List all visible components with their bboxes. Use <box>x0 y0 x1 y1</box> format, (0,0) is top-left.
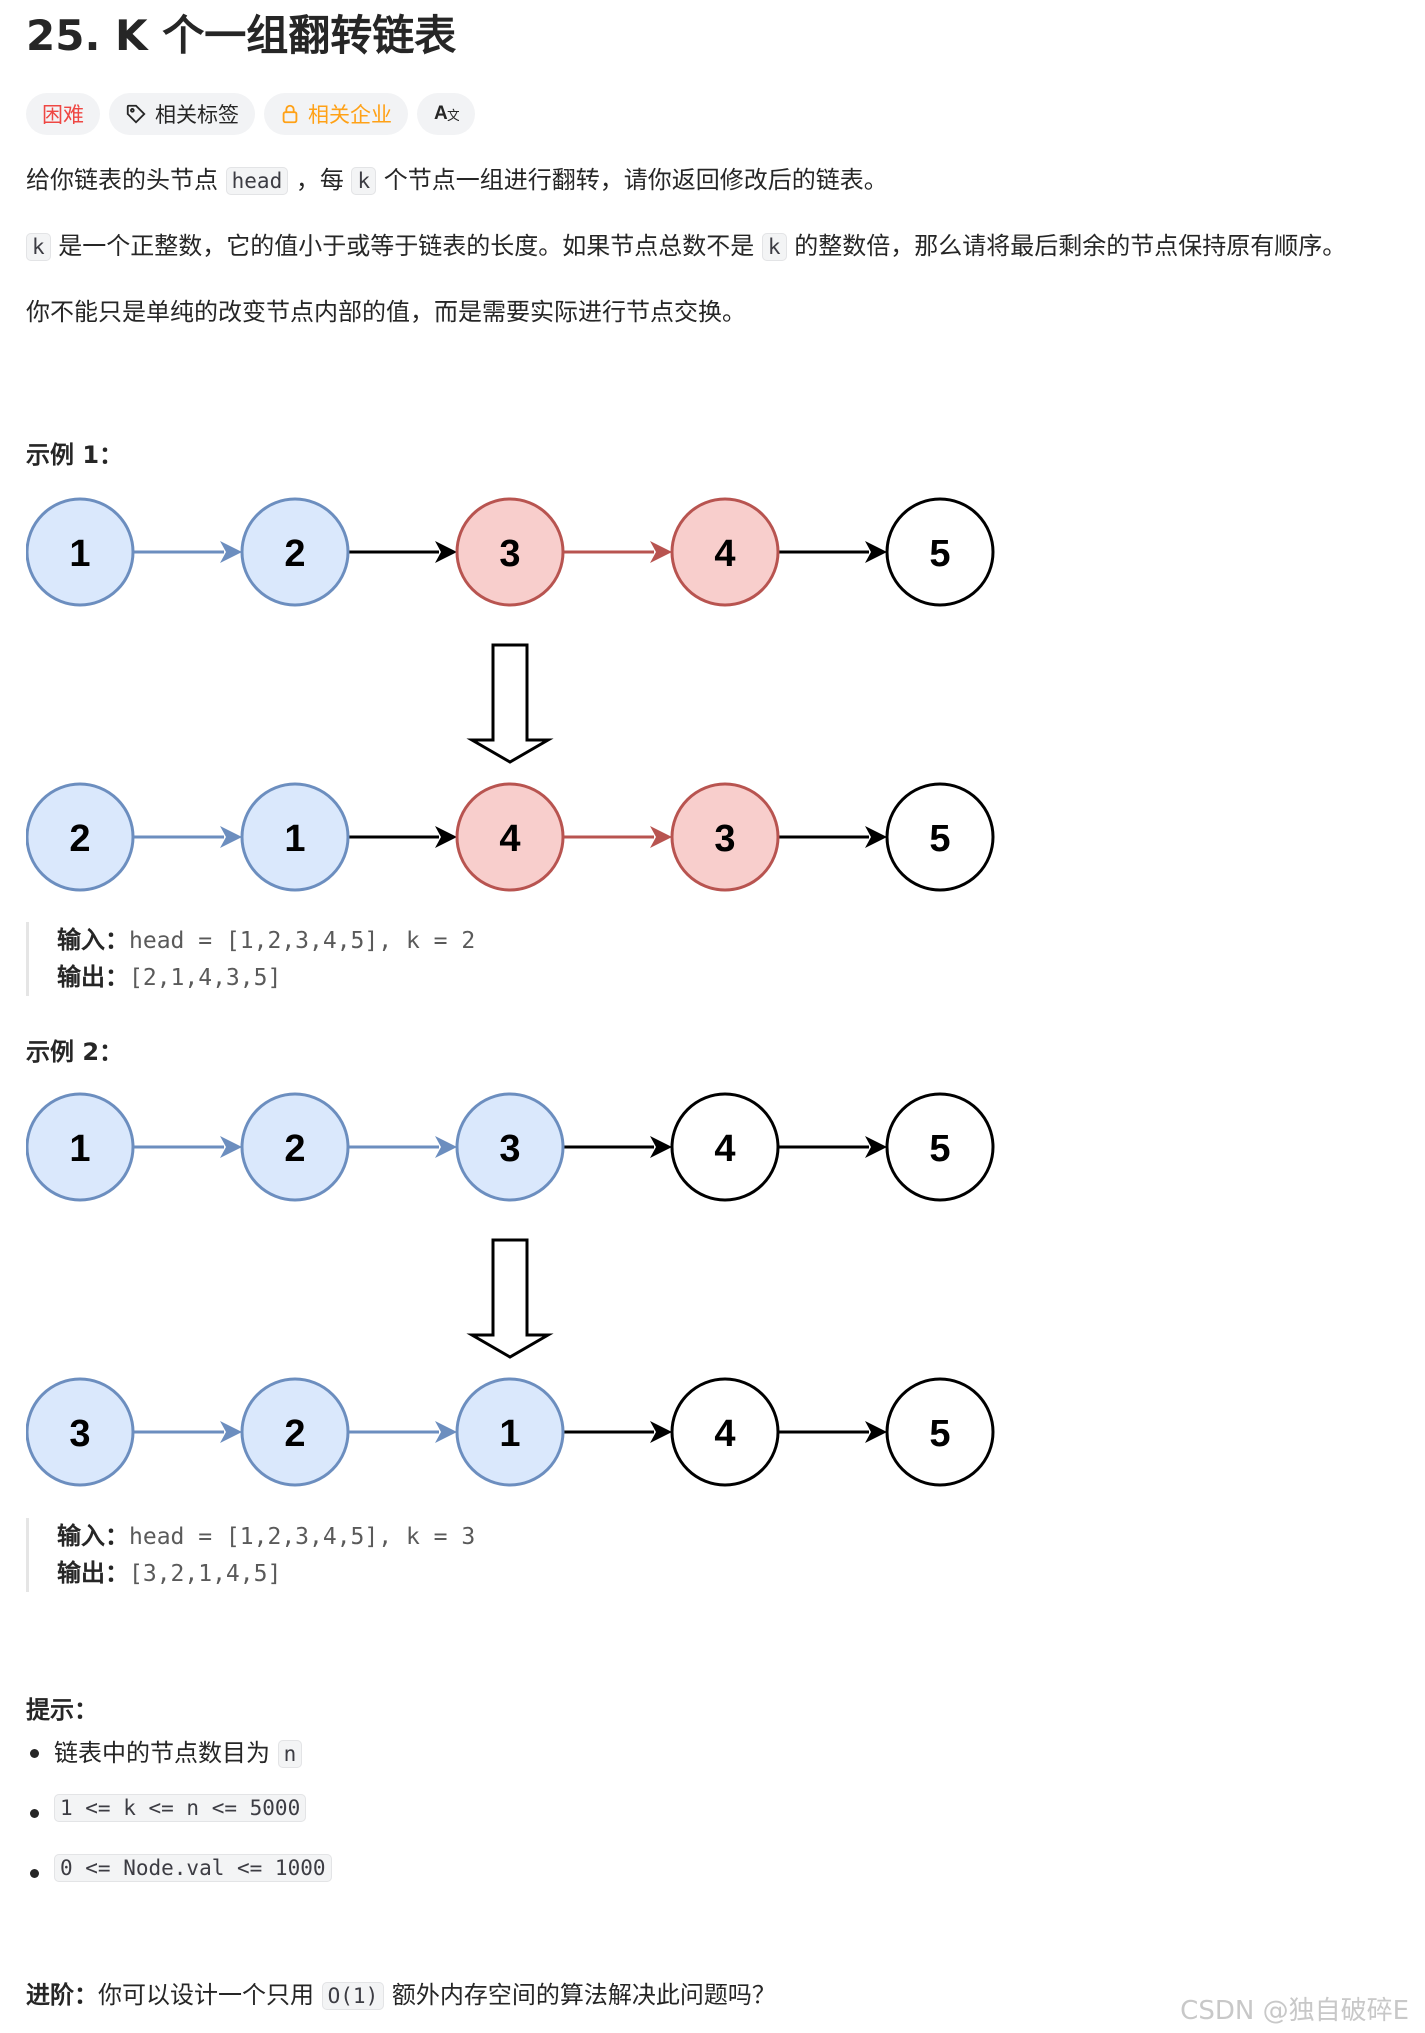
list-node <box>455 782 565 892</box>
list-node-value: 5 <box>929 1128 950 1170</box>
list-node-value: 1 <box>69 533 90 575</box>
list-node-value: 2 <box>284 1413 305 1455</box>
page-title: 25. K 个一组翻转链表 <box>26 11 457 60</box>
example-1-input-label: 输入： <box>57 926 129 954</box>
example-2-heading: 示例 2： <box>26 1038 124 1066</box>
topics-tag-button[interactable]: 相关标签 <box>109 93 255 135</box>
list-node-value: 4 <box>714 533 735 575</box>
lock-icon <box>280 103 300 125</box>
list-node-value: 2 <box>284 533 305 575</box>
tag-icon <box>125 103 147 125</box>
list-node-value: 1 <box>284 818 305 860</box>
example-2-input-label: 输入： <box>57 1522 129 1550</box>
list-node <box>240 1092 350 1202</box>
list-node-value: 2 <box>284 1128 305 1170</box>
list-node <box>240 782 350 892</box>
list-node <box>26 782 135 892</box>
list-node-value: 3 <box>499 1128 520 1170</box>
list-node-value: 3 <box>69 1413 90 1455</box>
list-node-value: 1 <box>499 1413 520 1455</box>
description-paragraph-3: 你不能只是单纯的改变节点内部的值，而是需要实际进行节点交换。 <box>26 298 746 326</box>
difficulty-label: 困难 <box>42 103 84 127</box>
arrow-head <box>220 1421 242 1443</box>
arrow-head <box>650 1136 672 1158</box>
arrow-head <box>865 541 887 563</box>
arrow-head <box>220 541 242 563</box>
hint-item: 0 <= Node.val <= 1000 <box>26 1853 332 1913</box>
list-node <box>885 1092 995 1202</box>
arrow-head <box>650 826 672 848</box>
list-node <box>455 497 565 607</box>
list-node-value: 4 <box>714 1413 735 1455</box>
arrow-head <box>650 541 672 563</box>
list-node <box>455 1092 565 1202</box>
list-node-value: 5 <box>929 818 950 860</box>
list-node-value: 4 <box>499 818 520 860</box>
list-node <box>885 782 995 892</box>
arrow-head <box>865 1136 887 1158</box>
svg-text:文: 文 <box>447 108 459 123</box>
list-node <box>455 1377 565 1487</box>
arrow-head <box>650 1421 672 1443</box>
example-1-heading: 示例 1： <box>26 441 124 469</box>
list-node <box>670 1377 780 1487</box>
list-node <box>670 1092 780 1202</box>
list-node-value: 3 <box>714 818 735 860</box>
transform-arrow <box>466 643 554 764</box>
list-node <box>26 1092 135 1202</box>
example-2-io: 输入：head = [1,2,3,4,5], k = 3 输出：[3,2,1,4… <box>26 1518 475 1592</box>
transform-arrow <box>466 1238 554 1359</box>
example-2-diagram: 1 2 3 4 5 3 2 1 4 5 <box>26 1092 995 1487</box>
watermark: CSDN @独自破碎E <box>1180 1996 1409 2026</box>
companies-label: 相关企业 <box>308 103 392 127</box>
topics-label: 相关标签 <box>155 103 239 127</box>
list-node <box>670 497 780 607</box>
example-2-output: [3,2,1,4,5] <box>129 1561 282 1587</box>
list-node-value: 1 <box>69 1128 90 1170</box>
list-node-value: 2 <box>69 818 90 860</box>
example-1-io: 输入：head = [1,2,3,4,5], k = 2 输出：[2,1,4,3… <box>26 922 475 996</box>
arrow-head <box>435 826 457 848</box>
list-node <box>885 497 995 607</box>
arrow-head <box>435 1421 457 1443</box>
list-node <box>670 782 780 892</box>
list-node <box>885 1377 995 1487</box>
hint-item: 1 <= k <= n <= 5000 <box>26 1793 332 1853</box>
follow-up: 进阶：你可以设计一个只用 O(1) 额外内存空间的算法解决此问题吗？ <box>26 1981 776 2010</box>
hint-item: 链表中的节点数目为 n <box>26 1733 332 1793</box>
arrow-head <box>865 1421 887 1443</box>
list-node <box>26 497 135 607</box>
arrow-head <box>865 826 887 848</box>
example-1-diagram: 1 2 3 4 5 2 1 4 3 5 <box>26 497 995 892</box>
example-2-output-label: 输出： <box>57 1559 129 1587</box>
list-node <box>240 1377 350 1487</box>
example-1-output: [2,1,4,3,5] <box>129 965 282 991</box>
description-paragraph-2: k 是一个正整数，它的值小于或等于链表的长度。如果节点总数不是 k 的整数倍，那… <box>26 226 1346 267</box>
example-2-input: head = [1,2,3,4,5], k = 3 <box>129 1524 476 1550</box>
hints-list: 链表中的节点数目为 n 1 <= k <= n <= 5000 0 <= Nod… <box>26 1733 332 1913</box>
arrow-head <box>220 1136 242 1158</box>
companies-tag-button[interactable]: 相关企业 <box>264 93 408 135</box>
description-paragraph-1: 给你链表的头节点 head ，每 k 个节点一组进行翻转，请你返回修改后的链表。 <box>26 166 888 195</box>
svg-text:A: A <box>434 103 448 123</box>
list-node <box>240 497 350 607</box>
arrow-head <box>435 541 457 563</box>
example-1-input: head = [1,2,3,4,5], k = 2 <box>129 928 476 954</box>
list-node-value: 4 <box>714 1128 735 1170</box>
list-node-value: 3 <box>499 533 520 575</box>
list-node-value: 5 <box>929 1413 950 1455</box>
list-node-value: 5 <box>929 533 950 575</box>
difficulty-badge[interactable]: 困难 <box>26 93 100 135</box>
arrow-head <box>435 1136 457 1158</box>
arrow-head <box>220 826 242 848</box>
list-node <box>26 1377 135 1487</box>
example-1-output-label: 输出： <box>57 963 129 991</box>
hints-heading: 提示： <box>26 1696 98 1724</box>
